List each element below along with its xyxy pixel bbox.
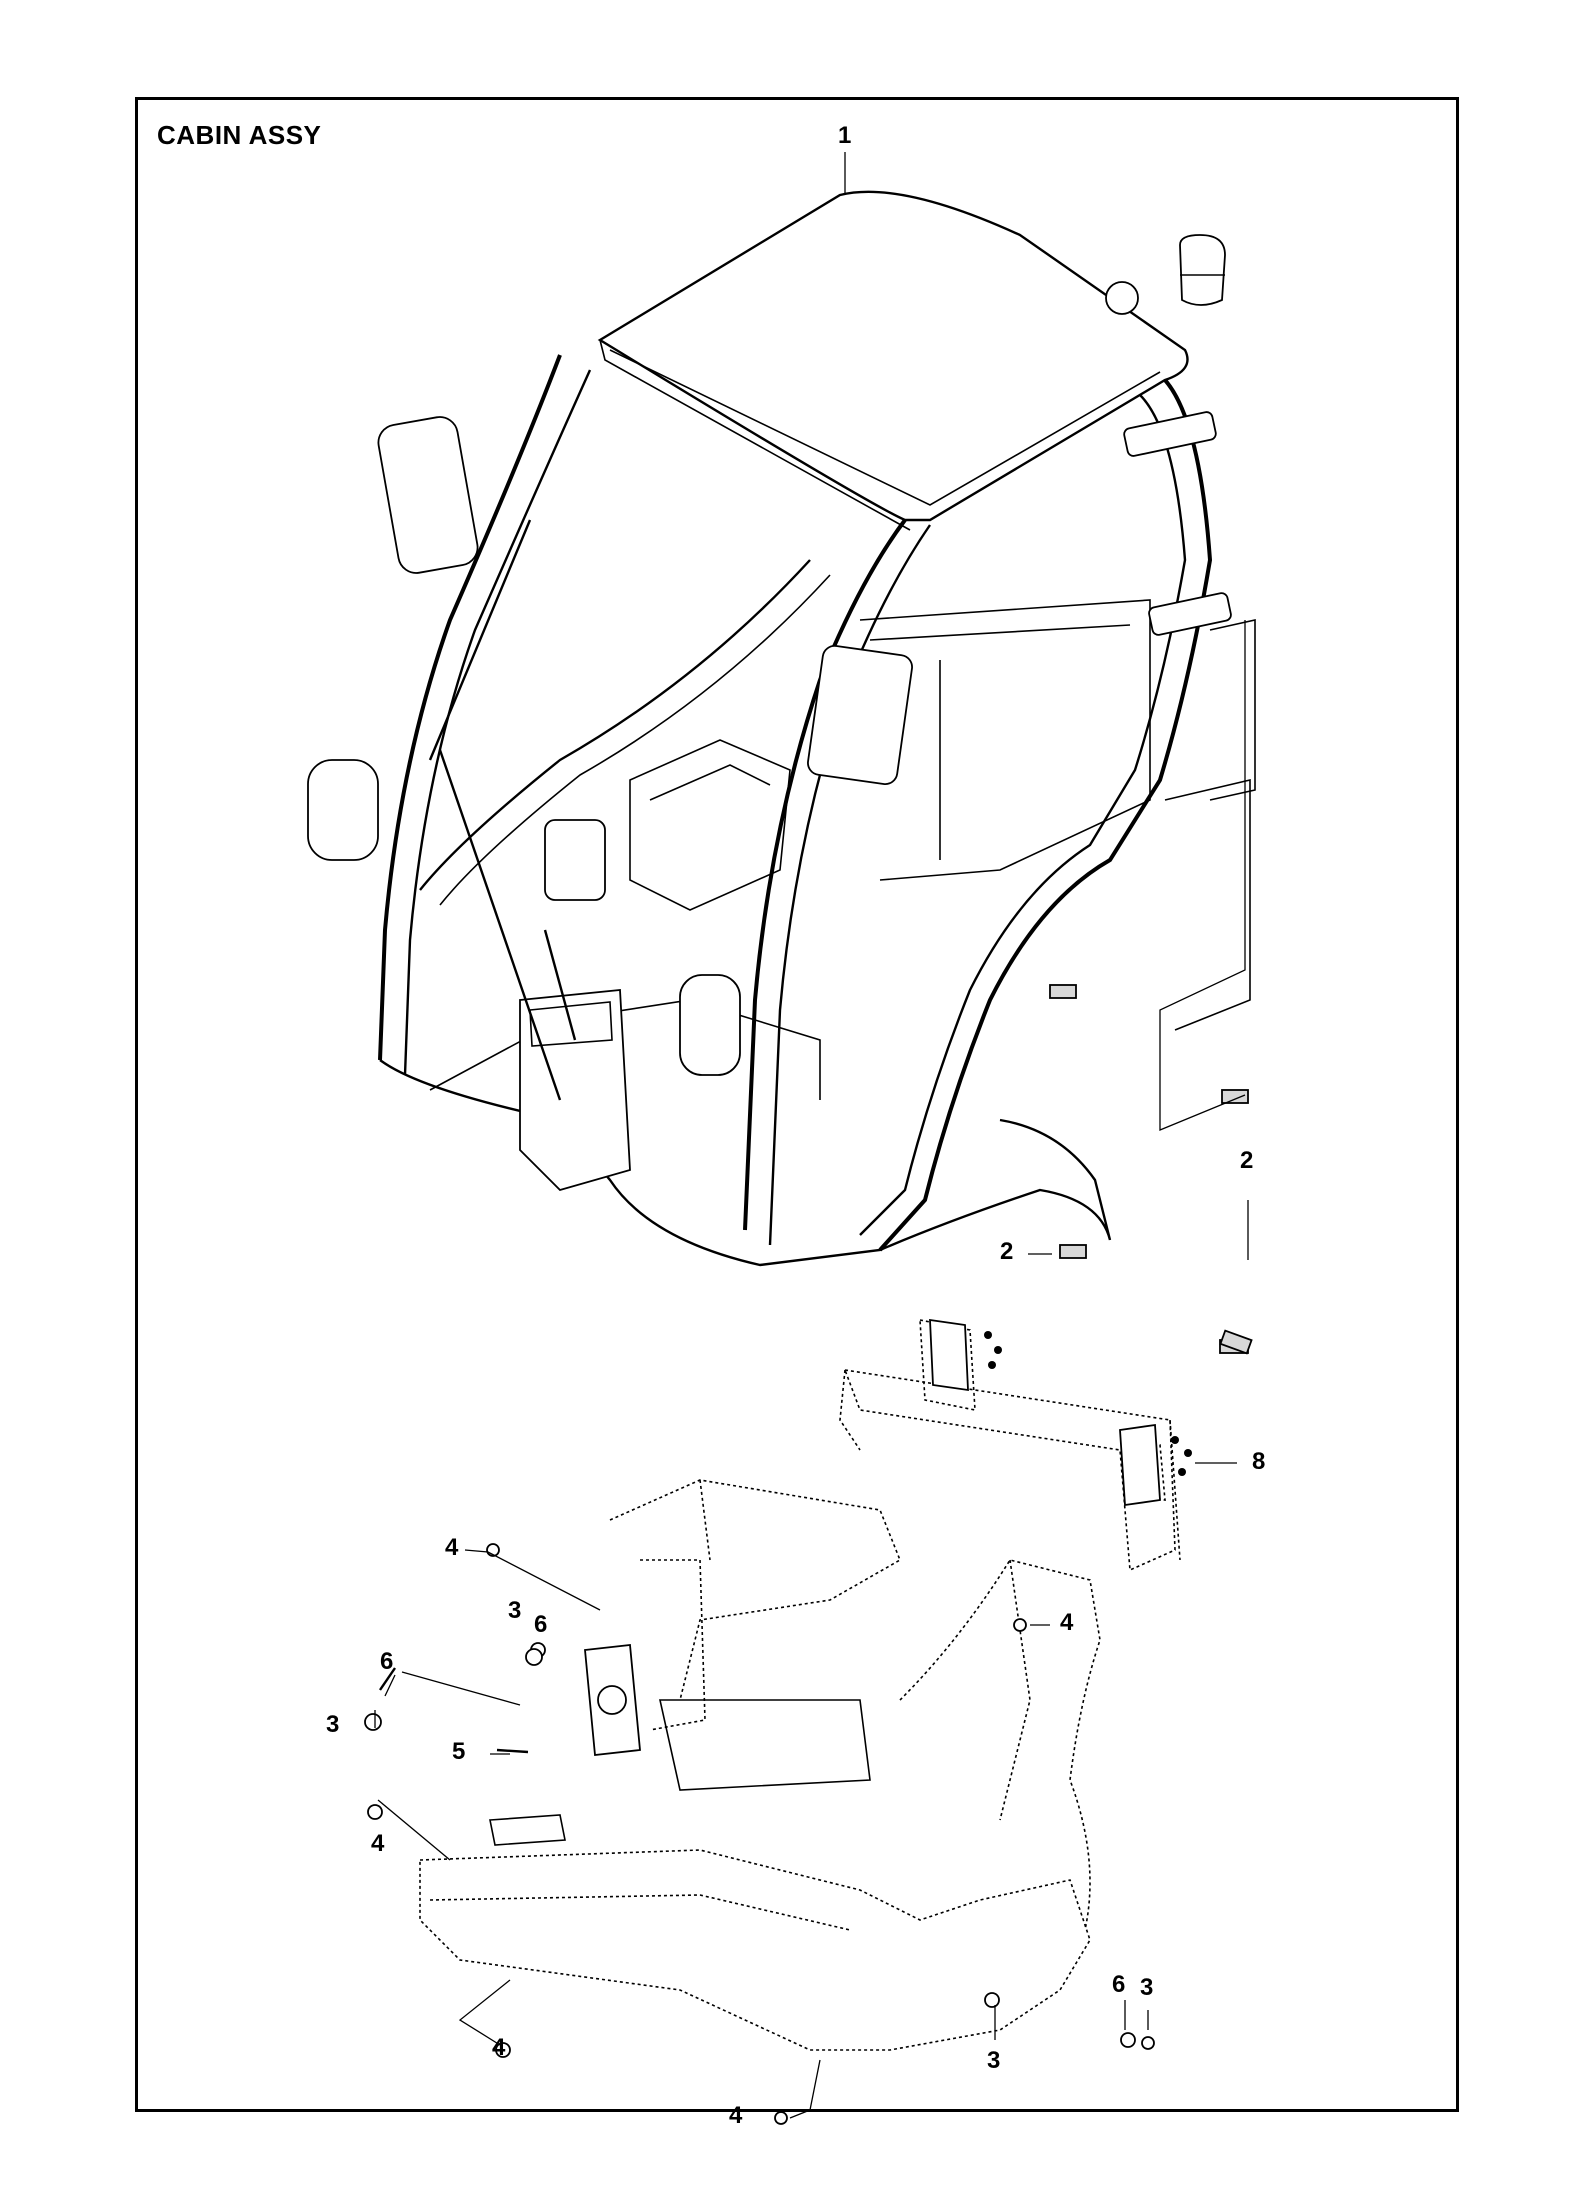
diagram-title: CABIN ASSY (157, 120, 322, 150)
callout-4: 4 (1060, 1609, 1074, 1636)
rear-frame-hoop (878, 378, 1213, 1252)
right-mirror (807, 645, 913, 785)
callout-2: 2 (1240, 1147, 1254, 1174)
callout-3: 3 (1140, 1974, 1154, 2001)
diagram-frame (135, 97, 1459, 2112)
wiper-arm (428, 519, 532, 761)
callout-6: 6 (380, 1648, 394, 1675)
callout-3: 3 (508, 1597, 522, 1624)
right-front-pillar (743, 518, 907, 1231)
floor-frame-drawing (364, 1318, 1253, 2125)
callout-4: 4 (492, 2034, 506, 2061)
decal-b (1221, 1089, 1249, 1104)
callout-3: 3 (326, 1711, 340, 1738)
callout-6: 6 (534, 1611, 548, 1638)
left-work-light (307, 759, 379, 861)
beacon-light (1179, 234, 1226, 306)
callout-4: 4 (445, 1534, 459, 1561)
callout-1: 1 (838, 122, 852, 149)
callout-2: 2 (1000, 1238, 1014, 1265)
roof-panel (597, 190, 1189, 522)
leader-lines (374, 152, 1249, 2119)
callout-5: 5 (452, 1738, 466, 1765)
callout-8: 8 (1252, 1448, 1266, 1475)
callout-4: 4 (729, 2102, 743, 2129)
dashboard-panel (519, 989, 631, 1192)
left-front-pillar (378, 354, 562, 1061)
center-work-light (679, 974, 741, 1076)
callout-3: 3 (987, 2047, 1001, 2074)
callout-4: 4 (371, 1830, 385, 1857)
left-mirror (377, 416, 479, 574)
decal-c (1059, 1244, 1087, 1259)
callout-6: 6 (1112, 1971, 1126, 1998)
roof-lamp (1105, 281, 1139, 315)
cabin-floor-shell (379, 1059, 1112, 1267)
decal-a (1049, 984, 1077, 999)
cabin-drawing (307, 190, 1256, 1354)
